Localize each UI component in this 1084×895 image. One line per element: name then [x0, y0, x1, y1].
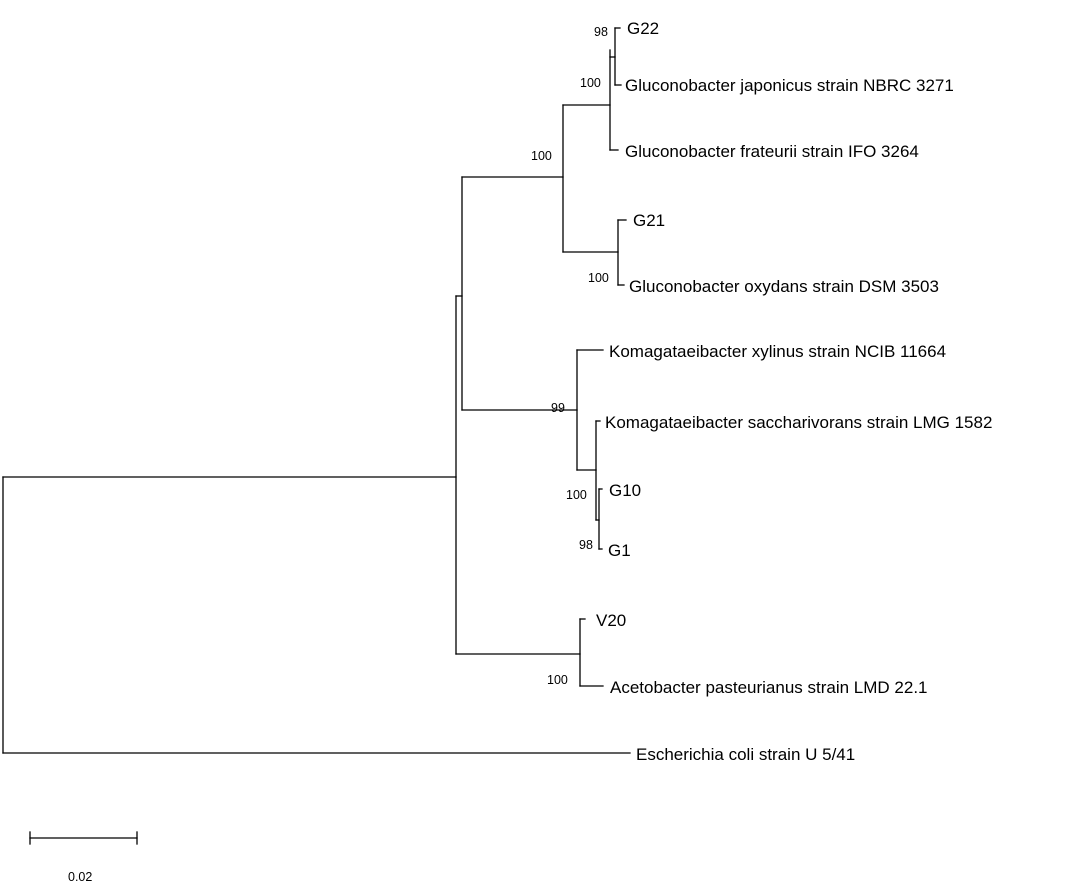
taxon-label: G22: [627, 19, 659, 38]
taxon-label: Acetobacter pasteurianus strain LMD 22.1: [610, 678, 928, 697]
taxon-label: Gluconobacter oxydans strain DSM 3503: [629, 277, 939, 296]
bootstrap-value: 100: [566, 488, 587, 502]
scale-bar-label: 0.02: [68, 870, 92, 884]
bootstrap-value: 98: [594, 25, 608, 39]
bootstrap-value: 100: [531, 149, 552, 163]
bootstrap-value: 100: [580, 76, 601, 90]
taxon-label: G21: [633, 211, 665, 230]
bootstrap-value: 98: [579, 538, 593, 552]
bootstrap-value: 100: [547, 673, 568, 687]
bootstrap-value: 100: [588, 271, 609, 285]
scale-bar: 0.02: [29, 831, 138, 884]
taxon-label: Komagataeibacter xylinus strain NCIB 116…: [609, 342, 946, 361]
tree-branches: [2, 27, 631, 754]
taxon-label: Gluconobacter frateurii strain IFO 3264: [625, 142, 919, 161]
bootstrap-value: 99: [551, 401, 565, 415]
taxon-label: Gluconobacter japonicus strain NBRC 3271: [625, 76, 954, 95]
taxon-label: Escherichia coli strain U 5/41: [636, 745, 855, 764]
taxon-label: Komagataeibacter saccharivorans strain L…: [605, 413, 992, 432]
taxon-label: G1: [608, 541, 631, 560]
taxon-label: G10: [609, 481, 641, 500]
taxon-label: V20: [596, 611, 626, 630]
